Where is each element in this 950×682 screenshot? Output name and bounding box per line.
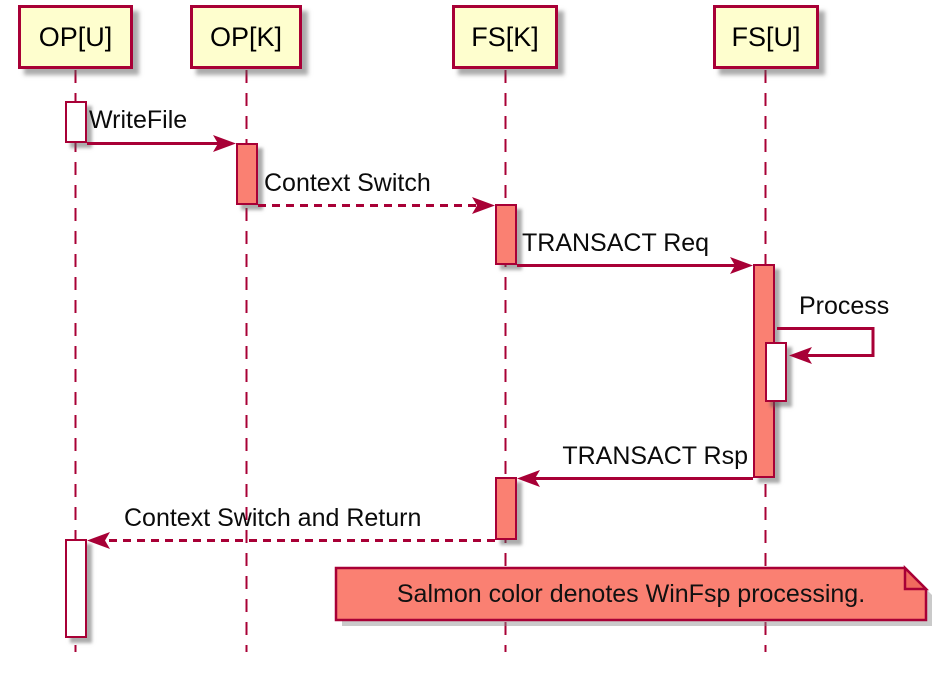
participant-label-fsu: FS[U] bbox=[731, 21, 801, 52]
activation-bar-opu-2 bbox=[65, 539, 87, 638]
participant-box-fsk: FS[K] bbox=[452, 5, 558, 69]
activation-bar-fsk-1 bbox=[495, 204, 517, 265]
participant-label-opk: OP[K] bbox=[209, 21, 283, 52]
activation-bar-opk bbox=[236, 143, 258, 205]
message-arrow-context-switch bbox=[258, 197, 495, 214]
message-label-transact-rsp: TRANSACT Rsp bbox=[562, 442, 748, 470]
message-arrow-context-switch-return bbox=[87, 532, 495, 549]
message-label-context-switch-return: Context Switch and Return bbox=[124, 504, 422, 532]
message-label-context-switch: Context Switch bbox=[264, 169, 431, 197]
participant-label-opu: OP[U] bbox=[38, 21, 113, 52]
message-arrow-process-self bbox=[777, 327, 875, 364]
participant-label-fsk: FS[K] bbox=[471, 21, 539, 52]
message-arrow-writefile bbox=[87, 135, 236, 152]
participant-box-fsu: FS[U] bbox=[713, 5, 819, 69]
message-arrow-transact-req bbox=[517, 257, 753, 274]
message-label-transact-req: TRANSACT Req bbox=[522, 229, 710, 257]
message-label-writefile: WriteFile bbox=[89, 106, 188, 134]
activation-bar-opu-1 bbox=[65, 101, 87, 143]
activation-bar-fsu-nested bbox=[765, 342, 787, 402]
note-text: Salmon color denotes WinFsp processing. bbox=[396, 579, 866, 608]
message-arrow-transact-rsp bbox=[517, 470, 753, 487]
participant-box-opu: OP[U] bbox=[18, 5, 133, 69]
message-label-process: Process bbox=[799, 292, 890, 320]
activation-bar-fsk-2 bbox=[495, 477, 517, 540]
participant-box-opk: OP[K] bbox=[190, 5, 302, 69]
